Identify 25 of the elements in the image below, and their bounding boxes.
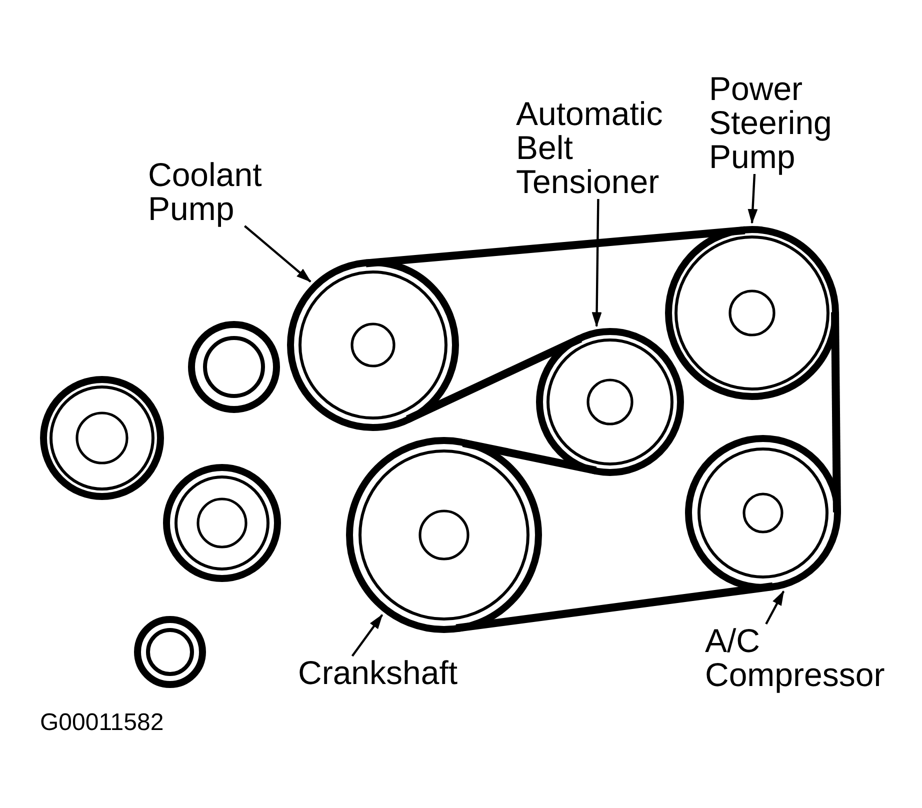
leader-arrow	[351, 614, 384, 657]
pulley	[536, 328, 684, 476]
pulley	[163, 464, 281, 582]
leader-arrow	[765, 590, 785, 625]
part-label: Power Steering Pump	[709, 72, 832, 174]
belt-segment	[366, 226, 746, 268]
belt-segment	[456, 582, 774, 632]
part-label: A/C Compressor	[705, 624, 885, 692]
part-label: Coolant Pump	[148, 158, 262, 226]
part-label: Automatic Belt Tensioner	[516, 97, 663, 199]
leader-arrow	[244, 225, 312, 282]
pulley	[188, 321, 280, 413]
pulley	[685, 435, 841, 591]
belt-segment	[406, 334, 582, 423]
belt-segment	[462, 439, 597, 474]
leader-arrow	[592, 198, 602, 328]
part-label: Crankshaft	[298, 656, 458, 690]
pulley	[665, 226, 839, 400]
pulley	[134, 616, 206, 688]
pulley	[287, 259, 459, 431]
leader-arrow	[748, 174, 758, 224]
belt-segment	[831, 312, 841, 512]
pulley	[346, 437, 542, 633]
pulley	[40, 376, 164, 500]
figure-number: G00011582	[40, 710, 164, 736]
